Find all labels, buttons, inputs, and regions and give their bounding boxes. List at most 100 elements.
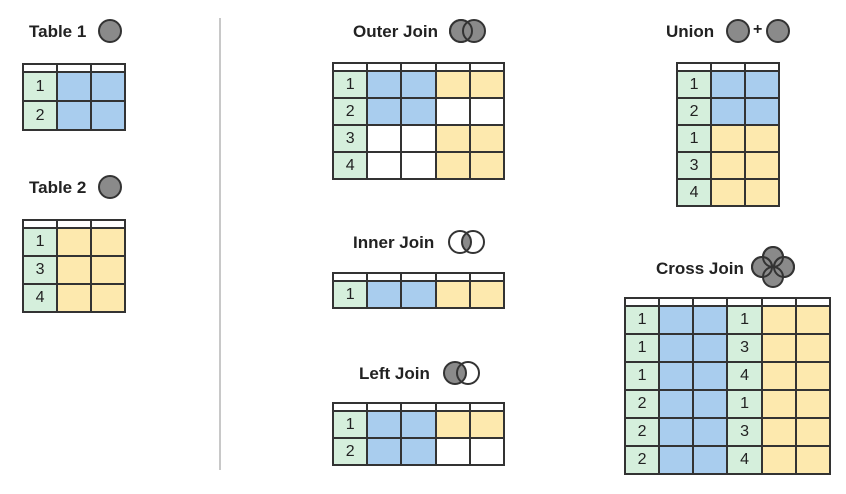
four-circle-icon [751,246,795,288]
color-cell [658,389,695,419]
color-cell [794,389,832,419]
table-header-row [623,297,832,307]
key-cell: 1 [623,305,661,335]
color-cell [794,445,832,475]
header-cell [760,297,797,307]
color-cell [760,361,797,391]
table-row: 3 [331,124,506,153]
color-cell [658,361,695,391]
color-cell [366,410,403,439]
outer-join-title: Outer Join [353,22,439,41]
header-cell [90,219,126,229]
color-cell [434,124,471,153]
table-header-row [675,62,780,72]
key-cell: 4 [726,445,763,475]
color-cell [434,151,471,180]
header-cell [468,62,506,72]
color-cell [692,445,729,475]
full-overlap-venn-icon [449,19,486,43]
key-cell: 1 [21,71,59,102]
key-cell: 1 [726,389,763,419]
table-header-row [21,219,126,229]
key-cell: 1 [675,124,713,153]
color-cell [692,305,729,335]
table2-title: Table 2 [29,178,87,197]
header-cell [21,63,59,73]
left-venn-icon [443,361,480,385]
key-cell: 3 [21,255,59,285]
table-row: 1 [675,124,780,153]
color-cell [692,333,729,363]
header-cell [434,272,471,282]
color-cell [794,361,832,391]
color-cell [366,124,403,153]
key-cell: 2 [623,389,661,419]
key-cell: 1 [331,410,369,439]
header-cell [794,297,832,307]
color-cell [744,151,780,180]
table-row: 1 [331,280,506,309]
inner-join-title: Inner Join [353,233,435,252]
table-row: 2 [675,97,780,126]
color-cell [744,97,780,126]
header-cell [400,62,437,72]
key-cell: 3 [331,124,369,153]
color-cell [400,151,437,180]
key-cell: 3 [675,151,713,180]
key-cell: 2 [675,97,713,126]
color-cell [468,70,506,99]
color-cell [366,151,403,180]
color-cell [744,178,780,207]
color-cell [468,151,506,180]
key-cell: 2 [331,437,369,466]
cross-join-title: Cross Join [656,259,744,278]
table1-circle-icon [98,19,122,43]
header-cell [434,62,471,72]
color-cell [90,71,126,102]
key-cell: 2 [623,417,661,447]
color-cell [400,437,437,466]
color-cell [366,437,403,466]
color-cell [744,70,780,99]
table-row: 3 [675,151,780,180]
color-cell [400,97,437,126]
union-plus-icon [726,19,790,43]
color-cell [658,445,695,475]
color-cell [56,283,93,313]
key-cell: 2 [21,100,59,131]
table-row: 2 [21,100,126,131]
key-cell: 1 [21,227,59,257]
color-cell [468,437,506,466]
header-cell [744,62,780,72]
table-row: 1 [331,410,506,439]
union-title: Union [666,22,715,41]
key-cell: 4 [21,283,59,313]
table-row: 1 [331,70,506,99]
color-cell [760,445,797,475]
key-cell: 4 [726,361,763,391]
header-cell [56,63,93,73]
header-cell [623,297,661,307]
color-cell [90,255,126,285]
color-cell [56,71,93,102]
color-cell [692,389,729,419]
header-cell [675,62,713,72]
color-cell [366,97,403,126]
color-cell [90,227,126,257]
color-cell [760,305,797,335]
table-row: 3 [21,255,126,285]
table-row: 2 [331,437,506,466]
table-header-row [331,402,506,412]
intersection-venn-icon [448,230,485,254]
color-cell [434,70,471,99]
color-cell [744,124,780,153]
header-cell [434,402,471,412]
color-cell [794,333,832,363]
